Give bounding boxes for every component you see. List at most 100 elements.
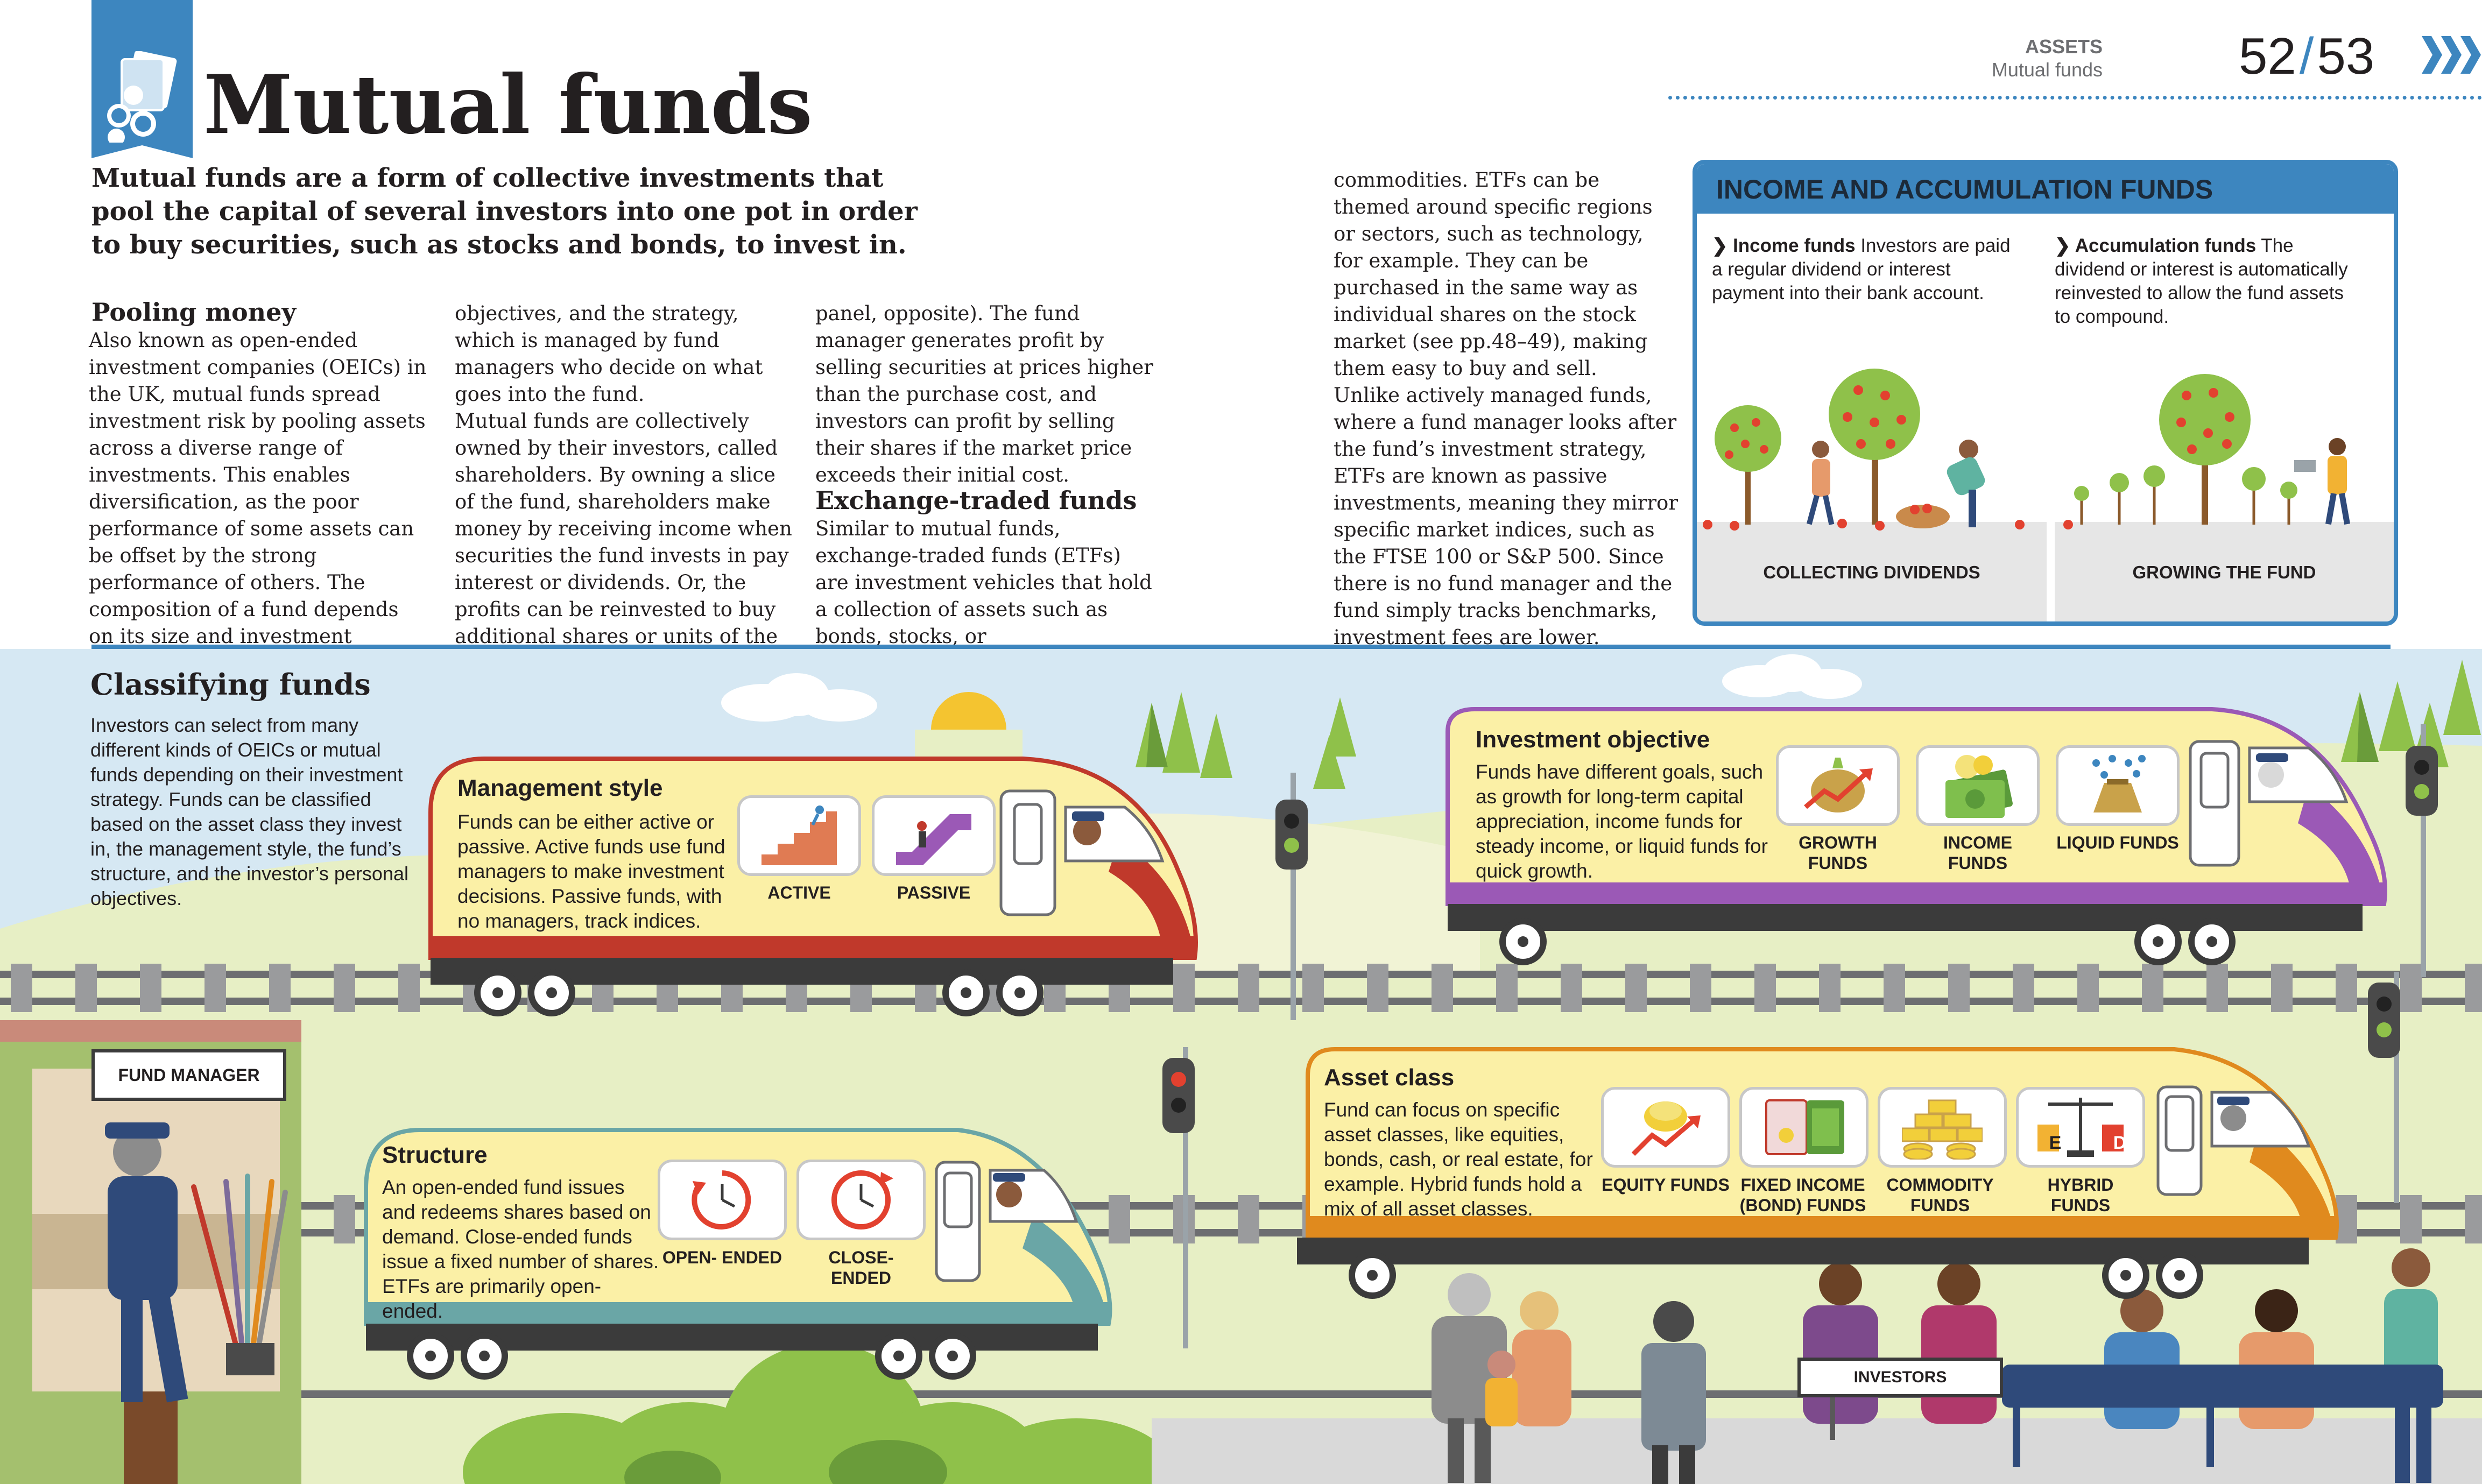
bond-certificate-icon <box>1765 1099 1844 1155</box>
rail-sleeper <box>2077 964 2099 1012</box>
open-clock-icon <box>692 1170 751 1229</box>
ground-left <box>1697 522 2047 621</box>
rail-sleeper <box>334 964 355 1012</box>
investment-objective-text: Funds have different goals, such as grow… <box>1476 761 1768 882</box>
rail-sleeper <box>334 1195 355 1243</box>
rail-sleeper <box>1884 964 1905 1012</box>
commodity-funds-card <box>1878 1087 2007 1168</box>
caption-collecting-dividends: COLLECTING DIVIDENDS <box>1763 562 1980 582</box>
orchard-illustration <box>1703 369 2350 531</box>
page-number-left: 52 <box>2239 27 2296 85</box>
rail-sleeper <box>2013 964 2034 1012</box>
rail-sleeper <box>2206 964 2228 1012</box>
escalator-icon <box>896 814 971 865</box>
rail-sleeper <box>1173 964 1195 1012</box>
open-ended-label: OPEN- ENDED <box>662 1248 782 1267</box>
rail-sleeper <box>2336 964 2357 1012</box>
hybrid-letter-e: E <box>2049 1133 2062 1153</box>
subsection-label: Mutual funds <box>1991 59 2103 81</box>
rail-sleeper <box>2465 1195 2482 1243</box>
rail-sleeper <box>1238 1195 1259 1243</box>
management-style-title: Management style <box>457 775 663 801</box>
rail-sleeper <box>2271 964 2293 1012</box>
rail-sleeper <box>1948 964 1970 1012</box>
rail-sleeper <box>398 964 420 1012</box>
rail-sleeper <box>1109 1195 1130 1243</box>
rail-sleeper <box>2465 964 2482 1012</box>
liquid-funds-label: LIQUID FUNDS <box>2056 833 2179 852</box>
income-funds-text: ❯ Income funds Investors are paid a regu… <box>1712 235 2011 303</box>
rail-sleeper <box>1690 964 1711 1012</box>
asset-class-title: Asset class <box>1324 1064 1455 1091</box>
etf-heading: Exchange-traded funds <box>815 486 1137 515</box>
active-card <box>737 795 861 876</box>
section-divider <box>91 645 2391 649</box>
investment-objective-title: Investment objective <box>1476 726 1710 753</box>
open-ended-card <box>658 1160 787 1240</box>
column-4-text: commodities. ETFs can be themed around s… <box>1334 168 1679 649</box>
accumulation-funds-desc: The dividend or interest is automaticall… <box>2055 235 2348 327</box>
rail-sleeper <box>1367 964 1388 1012</box>
liquid-funds-card <box>2056 745 2180 826</box>
money-notes-icon <box>1945 755 2013 818</box>
rail-sleeper <box>2336 1195 2357 1243</box>
closed-clock-icon <box>831 1170 893 1229</box>
rail-sleeper <box>2400 964 2422 1012</box>
close-ended-label: CLOSE- ENDED <box>828 1248 894 1288</box>
equity-chart-icon <box>1631 1101 1701 1156</box>
rail-sleeper <box>1432 964 1453 1012</box>
fund-manager-sign: FUND MANAGER <box>91 1049 286 1101</box>
rail-sleeper <box>1496 964 1518 1012</box>
active-label: ACTIVE <box>767 883 831 902</box>
panel-title: INCOME AND ACCUMULATION FUNDS <box>1716 174 2213 204</box>
rail-sleeper <box>1819 964 1841 1012</box>
investors-sign: INVESTORS <box>1797 1358 2003 1397</box>
income-accumulation-panel: INCOME AND ACCUMULATION FUNDS ❯ Income f… <box>1693 160 2398 626</box>
rail-sleeper <box>2400 1195 2422 1243</box>
equity-funds-label: EQUITY FUNDS <box>1602 1175 1730 1195</box>
column-2-text: objectives, and the strategy, which is m… <box>455 302 792 675</box>
income-funds-card <box>1916 745 2040 826</box>
running-header: ASSETS Mutual funds <box>1992 36 2103 82</box>
rail-sleeper <box>1754 964 1776 1012</box>
accumulation-funds-label: Accumulation funds <box>2075 235 2257 256</box>
rail-sleeper <box>269 964 291 1012</box>
equity-funds-card <box>1601 1087 1730 1168</box>
page-numbers: 52/53 <box>2239 27 2374 86</box>
column-3b-text: Similar to mutual funds, exchange-traded… <box>815 517 1152 648</box>
fixed-income-label: FIXED INCOME (BOND) FUNDS <box>1739 1175 1866 1215</box>
classifying-text: Investors can select from many different… <box>90 714 408 909</box>
stairs-runner-icon <box>761 805 837 865</box>
page-title: Mutual funds <box>203 58 813 152</box>
balance-scale-icon <box>2037 1098 2124 1157</box>
growth-funds-label: GROWTH FUNDS <box>1799 833 1877 873</box>
header-rule <box>1668 96 2482 100</box>
hybrid-letter-d: D <box>2113 1133 2127 1153</box>
passive-label: PASSIVE <box>897 883 971 902</box>
chapter-tab-notch <box>91 145 193 158</box>
pooling-heading: Pooling money <box>91 298 297 327</box>
caption-growing-fund: GROWING THE FUND <box>2132 562 2316 582</box>
ground-right <box>2055 522 2394 621</box>
rail-sleeper <box>75 964 97 1012</box>
page-number-right: 53 <box>2317 27 2375 85</box>
coins-documents-icon <box>107 51 177 143</box>
rail-sleeper <box>1238 964 1259 1012</box>
structure-title: Structure <box>382 1142 488 1168</box>
income-funds-label: INCOME FUNDS <box>1943 833 2012 873</box>
rail-sleeper <box>1561 964 1582 1012</box>
page-separator: / <box>2299 27 2314 85</box>
rail-sleeper <box>11 964 32 1012</box>
chevrons-icon <box>2422 36 2481 74</box>
classifying-heading: Classifying funds <box>90 667 371 702</box>
rail-sleeper <box>205 964 226 1012</box>
section-label: ASSETS <box>2025 36 2103 58</box>
fixed-income-card <box>1739 1087 1868 1168</box>
income-funds-label: Income funds <box>1733 235 1856 256</box>
close-ended-card <box>796 1160 926 1240</box>
rail-sleeper <box>1302 964 1324 1012</box>
growth-chart-icon <box>1804 758 1873 812</box>
intro-paragraph: Mutual funds are a form of collective in… <box>91 163 918 260</box>
column-1-text: Also known as open-ended investment comp… <box>89 329 427 648</box>
structure-text: An open-ended fund issues and redeems sh… <box>382 1176 659 1322</box>
